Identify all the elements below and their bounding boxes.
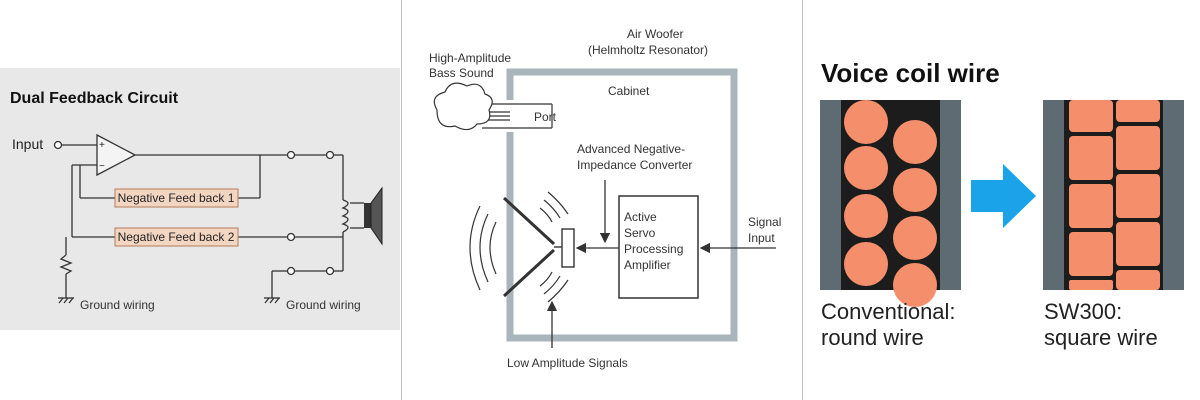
sound-waves-icon [469, 191, 569, 303]
anic-label-line1: Advanced Negative- [577, 142, 685, 156]
low-amplitude-label: Low Amplitude Signals [507, 356, 628, 370]
panel-title: Voice coil wire [821, 58, 1000, 88]
round-wire-illustration [820, 100, 961, 307]
arrow-right-icon [971, 164, 1036, 228]
circuit-wires [53, 133, 364, 304]
amplifier-label-line2: Servo [624, 226, 656, 240]
feedback-2-label: Negative Feed back 2 [118, 230, 235, 244]
panel-title: Dual Feedback Circuit [10, 90, 179, 107]
cabinet-label: Cabinet [608, 84, 650, 98]
dual-feedback-panel: Dual Feedback Circuit [0, 0, 400, 400]
opamp-minus-sign: − [99, 161, 105, 172]
round-wire-circles [844, 100, 937, 307]
feedback-1-box [114, 188, 239, 208]
feedback-1-label: Negative Feed back 1 [118, 191, 235, 205]
amplifier-label-line1: Active [624, 210, 657, 224]
signal-arrows [546, 180, 776, 348]
amplifier-label-line3: Processing [624, 242, 683, 256]
square-wire-illustration [1043, 100, 1184, 290]
bass-sound-cloud-icon [433, 82, 493, 131]
opamp-plus-sign: + [99, 140, 105, 151]
ground-wiring-left-label: Ground wiring [80, 298, 155, 312]
feedback-2-box [114, 227, 239, 247]
port-label: Port [534, 110, 557, 124]
servo-amplifier-box [618, 195, 699, 299]
conventional-label-line2: round wire [821, 325, 924, 350]
high-amplitude-label: High-Amplitude [429, 51, 511, 65]
anic-label-line2: Impedance Converter [577, 158, 692, 172]
bass-sound-label: Bass Sound [429, 66, 494, 80]
speaker-icon [364, 186, 383, 246]
voice-coil-panel: Voice coil wire [803, 0, 1200, 400]
input-label: Input [12, 136, 43, 152]
signal-input-label-line1: Signal [748, 215, 781, 229]
voice-coil-block [561, 228, 575, 268]
voice-coil-diagram: Voice coil wire [820, 58, 1184, 350]
sw300-label-line1: SW300: [1044, 299, 1122, 324]
ground-wiring-right-label: Ground wiring [286, 298, 361, 312]
cabinet-frame [506, 68, 738, 342]
air-woofer-panel: Air Woofer (Helmholtz Resonator) High-Am… [401, 0, 803, 400]
conventional-label-line1: Conventional: [821, 299, 956, 324]
signal-input-label-line2: Input [748, 231, 775, 245]
helmholtz-label: (Helmholtz Resonator) [588, 43, 708, 57]
air-woofer-diagram: Air Woofer (Helmholtz Resonator) High-Am… [429, 27, 781, 370]
air-woofer-label: Air Woofer [627, 27, 683, 41]
amplifier-label-line4: Amplifier [624, 258, 671, 272]
speaker-cone-icon [502, 196, 556, 298]
dual-feedback-diagram: Dual Feedback Circuit [0, 68, 400, 330]
square-wire-blocks [1069, 100, 1160, 290]
sw300-label-line2: square wire [1044, 325, 1158, 350]
